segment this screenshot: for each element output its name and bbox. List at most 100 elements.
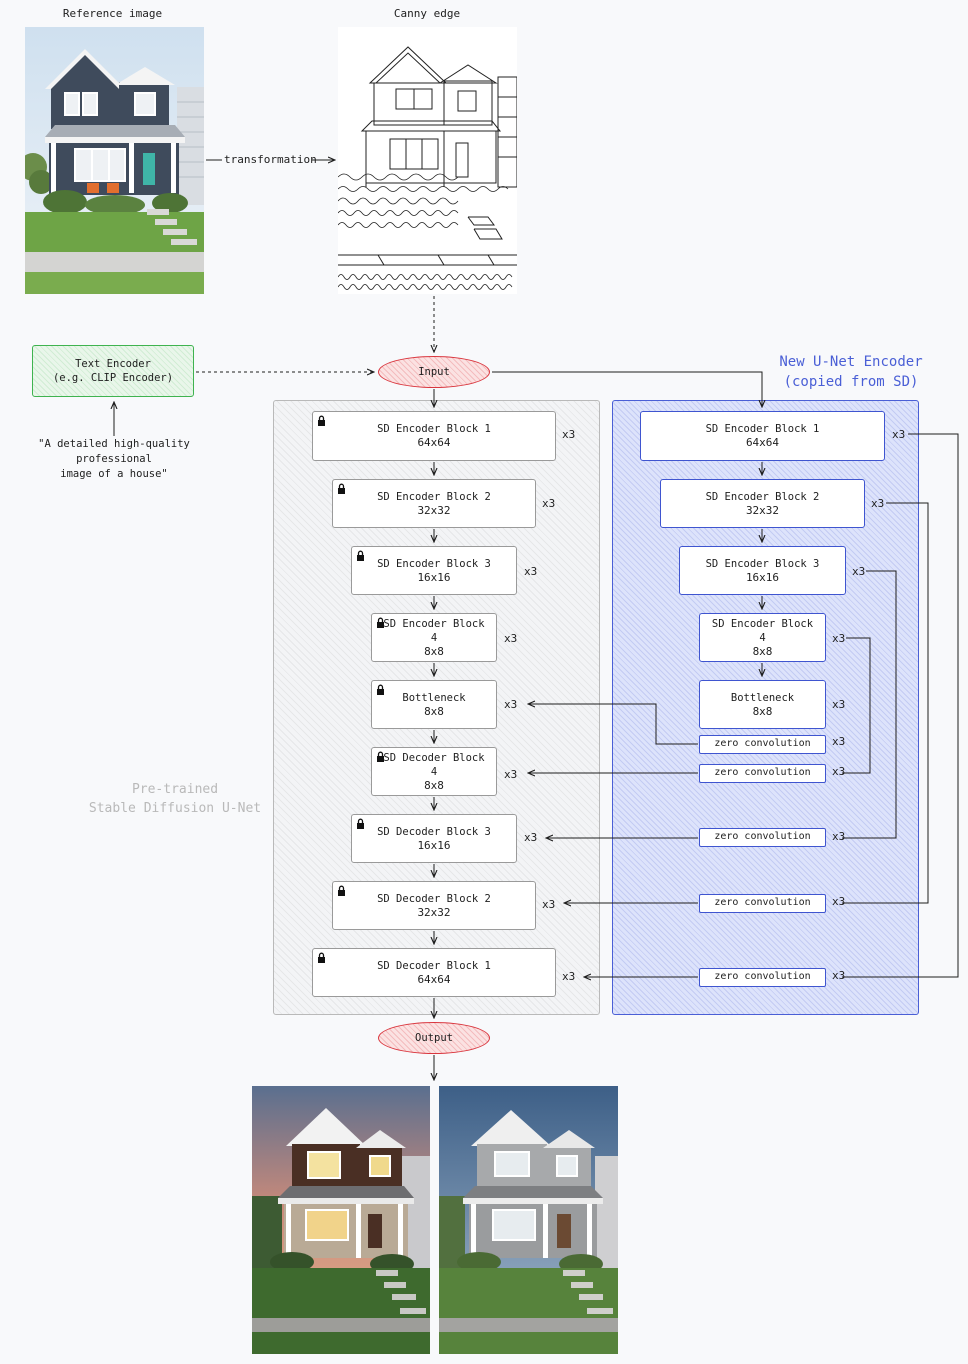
pretrained-title-line-1: Pre-trained xyxy=(131,782,219,797)
left-decoder-block-2-multiplier: x3 xyxy=(542,898,556,911)
block-size: 32x32 xyxy=(745,503,780,517)
lock-icon xyxy=(318,415,325,426)
text-prompt: "A detailed high-quality professional im… xyxy=(0,437,228,482)
block-title: SD Decoder Block xyxy=(383,751,485,764)
left-decoder-block-4-multiplier: x3 xyxy=(504,768,518,781)
block-size: 32x32 xyxy=(417,905,451,919)
block-title: SD Encoder Block 3 xyxy=(377,557,491,570)
new-unet-title-line-2: (copied from SD) xyxy=(783,374,919,390)
left-decoder-block-3: SD Decoder Block 3 16x16 xyxy=(351,814,517,863)
prompt-line-2: image of a house" xyxy=(60,468,168,480)
transformation-label: transformation xyxy=(224,153,317,166)
block-size: 16x16 xyxy=(417,838,451,852)
canny-edge-label: Canny edge xyxy=(393,7,461,20)
reference-image-label: Reference image xyxy=(62,7,163,20)
left-bottleneck-multiplier: x3 xyxy=(504,698,518,711)
pretrained-unet-title: Pre-trained Stable Diffusion U-Net xyxy=(80,780,270,818)
output-house-image-1 xyxy=(252,1086,430,1354)
lock-icon xyxy=(338,483,345,494)
block-title: SD Decoder Block 1 xyxy=(377,959,491,972)
text-encoder-subtitle: (e.g. CLIP Encoder) xyxy=(52,372,174,384)
zero-convolution-block-1: zero convolution xyxy=(699,968,826,987)
block-size: 16x16 xyxy=(417,570,451,584)
block-size: 8x8 xyxy=(752,704,773,718)
left-bottleneck: Bottleneck 8x8 xyxy=(371,680,497,729)
left-decoder-block-1-multiplier: x3 xyxy=(562,970,576,983)
block-title: SD Encoder Block xyxy=(383,617,485,630)
block-size: 16x16 xyxy=(745,570,780,584)
right-bottleneck: Bottleneck 8x8 xyxy=(699,680,826,729)
lock-icon xyxy=(357,550,364,561)
block-size: 64x64 xyxy=(417,436,451,449)
block-size: 64x64 xyxy=(417,972,451,986)
block-title: SD Encoder Block 2 xyxy=(705,490,820,503)
output-house-image-2 xyxy=(439,1086,618,1354)
right-encoder-block-4: SD Encoder Block 4 8x8 xyxy=(699,613,826,662)
block-size: 32x32 xyxy=(417,503,451,517)
lock-icon xyxy=(318,952,325,963)
block-title-2: 4 xyxy=(430,631,438,644)
zero-convolution-bottleneck-multiplier: x3 xyxy=(832,735,846,748)
output-node: Output xyxy=(378,1022,490,1054)
zero-convolution-block-3: zero convolution xyxy=(699,828,826,847)
right-bottleneck-multiplier: x3 xyxy=(832,698,846,711)
zero-convolution-block-3-multiplier: x3 xyxy=(832,830,846,843)
new-unet-encoder-title: New U-Net Encoder (copied from SD) xyxy=(760,352,942,392)
zero-convolution-block-4-multiplier: x3 xyxy=(832,765,846,778)
block-size: 8x8 xyxy=(752,644,773,658)
block-size: 64x64 xyxy=(745,436,780,449)
right-encoder-block-1: SD Encoder Block 1 64x64 xyxy=(640,411,885,461)
zero-convolution-bottleneck: zero convolution xyxy=(699,735,826,754)
lock-icon xyxy=(377,684,384,695)
input-node: Input xyxy=(378,356,490,388)
block-title: SD Encoder Block xyxy=(711,617,814,630)
left-encoder-block-4-multiplier: x3 xyxy=(504,632,518,645)
right-encoder-block-2: SD Encoder Block 2 32x32 xyxy=(660,479,865,528)
lock-icon xyxy=(377,751,384,762)
block-size: 8x8 xyxy=(424,704,444,718)
block-title: Bottleneck xyxy=(730,691,795,704)
left-decoder-block-2: SD Decoder Block 2 32x32 xyxy=(332,881,536,930)
left-decoder-block-3-multiplier: x3 xyxy=(524,831,538,844)
left-encoder-block-1: SD Encoder Block 1 64x64 xyxy=(312,411,556,461)
reference-house-image xyxy=(25,27,204,294)
right-encoder-block-3-multiplier: x3 xyxy=(852,565,866,578)
zero-convolution-block-4: zero convolution xyxy=(699,764,826,783)
left-encoder-block-1-multiplier: x3 xyxy=(562,428,576,441)
left-decoder-block-1: SD Decoder Block 1 64x64 xyxy=(312,948,556,997)
text-encoder-title: Text Encoder xyxy=(75,358,151,370)
lock-icon xyxy=(357,818,364,829)
zero-convolution-block-2: zero convolution xyxy=(699,894,826,913)
lock-icon xyxy=(377,617,384,628)
left-encoder-block-2: SD Encoder Block 2 32x32 xyxy=(332,479,536,528)
left-encoder-block-4: SD Encoder Block 4 8x8 xyxy=(371,613,497,662)
block-title: SD Decoder Block 3 xyxy=(377,825,491,838)
right-encoder-block-3: SD Encoder Block 3 16x16 xyxy=(679,546,846,595)
block-title: SD Decoder Block 2 xyxy=(377,892,491,905)
lock-icon xyxy=(338,885,345,896)
zero-convolution-block-1-multiplier: x3 xyxy=(832,969,846,982)
block-title: SD Encoder Block 1 xyxy=(705,423,820,435)
right-encoder-block-2-multiplier: x3 xyxy=(871,497,885,510)
new-unet-title-line-1: New U-Net Encoder xyxy=(779,354,923,370)
block-title-2: 4 xyxy=(430,765,438,778)
left-encoder-block-2-multiplier: x3 xyxy=(542,497,556,510)
left-encoder-block-3: SD Encoder Block 3 16x16 xyxy=(351,546,517,595)
block-size: 8x8 xyxy=(424,778,444,792)
block-size: 8x8 xyxy=(424,644,444,658)
block-title: SD Encoder Block 3 xyxy=(705,557,820,570)
canny-edge-image xyxy=(338,27,517,294)
block-title-2: 4 xyxy=(759,631,766,644)
left-decoder-block-4: SD Decoder Block 4 8x8 xyxy=(371,747,497,796)
right-encoder-block-1-multiplier: x3 xyxy=(892,428,906,441)
prompt-line-1: "A detailed high-quality professional xyxy=(38,438,190,465)
input-label: Input xyxy=(418,366,450,378)
block-title: Bottleneck xyxy=(402,691,466,704)
left-encoder-block-3-multiplier: x3 xyxy=(524,565,538,578)
block-title: SD Encoder Block 2 xyxy=(377,490,491,503)
right-encoder-block-4-multiplier: x3 xyxy=(832,632,846,645)
output-label: Output xyxy=(415,1032,453,1044)
pretrained-title-line-2: Stable Diffusion U-Net xyxy=(88,801,262,816)
block-title: SD Encoder Block 1 xyxy=(377,423,491,435)
